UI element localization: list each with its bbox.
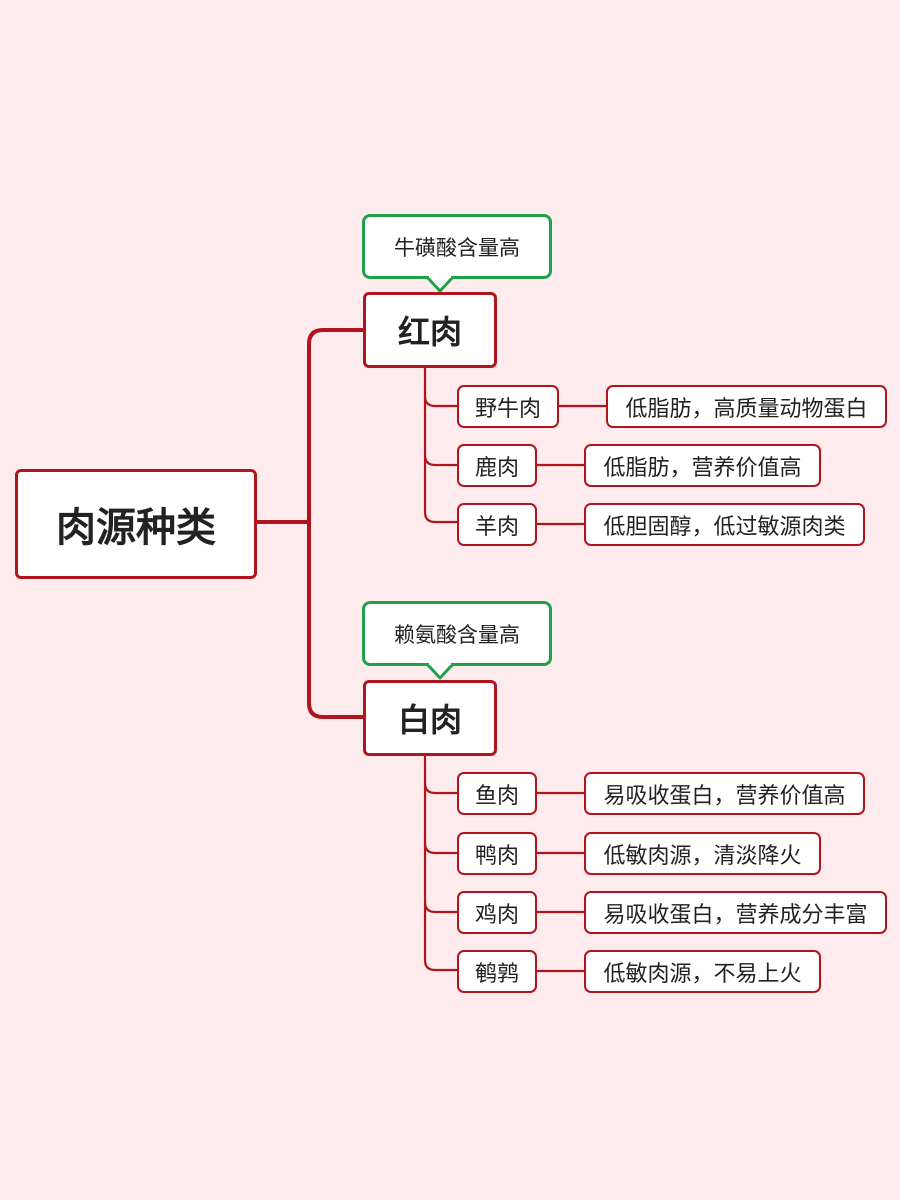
- white-meat-branch-line: [423, 781, 459, 795]
- meat-item-chicken[interactable]: 鸡肉: [457, 891, 537, 934]
- branch-node-red-meat[interactable]: 红肉: [363, 292, 497, 368]
- meat-item-fish[interactable]: 鱼肉: [457, 772, 537, 815]
- meat-item-label: 鹿肉: [474, 455, 519, 481]
- meat-item-label: 鸡肉: [474, 902, 519, 928]
- meat-item-description[interactable]: 易吸收蛋白，营养价值高: [584, 772, 865, 815]
- meat-item-quail[interactable]: 鹌鹑: [457, 950, 537, 993]
- meat-item-description[interactable]: 低敏肉源，清淡降火: [584, 832, 821, 875]
- root-node[interactable]: 肉源种类: [15, 469, 257, 579]
- meat-item-bison[interactable]: 野牛肉: [457, 385, 559, 428]
- meat-item-label: 野牛肉: [474, 396, 541, 422]
- branch-label: 白肉: [397, 701, 462, 739]
- meat-item-description[interactable]: 易吸收蛋白，营养成分丰富: [584, 891, 887, 934]
- white-meat-branch-line: [423, 841, 459, 855]
- note-bubble: 赖氨酸含量高: [362, 601, 552, 666]
- branch-node-white-meat[interactable]: 白肉: [363, 680, 497, 756]
- meat-item-label: 羊肉: [474, 514, 519, 540]
- description-text: 低脂肪，高质量动物蛋白: [625, 396, 868, 422]
- meat-item-label: 鱼肉: [474, 783, 519, 809]
- meat-item-venison[interactable]: 鹿肉: [457, 444, 537, 487]
- description-text: 低敏肉源，清淡降火: [603, 843, 802, 869]
- red-meat-branch-line: [423, 453, 459, 467]
- red-meat-branch-line: [423, 394, 459, 408]
- description-text: 低脂肪，营养价值高: [603, 455, 802, 481]
- white-meat-branch-line: [423, 900, 459, 914]
- root-label: 肉源种类: [56, 505, 216, 551]
- branch-spine-line: [307, 328, 365, 719]
- description-text: 低胆固醇，低过敏源肉类: [603, 514, 846, 540]
- meat-item-duck[interactable]: 鸭肉: [457, 832, 537, 875]
- meat-item-label: 鸭肉: [474, 843, 519, 869]
- description-text: 易吸收蛋白，营养价值高: [603, 783, 846, 809]
- note-text: 牛磺酸含量高: [394, 235, 520, 260]
- note-pointer-icon: [425, 662, 455, 680]
- meat-item-label: 鹌鹑: [474, 961, 519, 987]
- note-text: 赖氨酸含量高: [394, 622, 520, 647]
- meat-item-description[interactable]: 低敏肉源，不易上火: [584, 950, 821, 993]
- red-meat-spine-line: [423, 366, 459, 524]
- branch-label: 红肉: [397, 313, 462, 351]
- meat-item-description[interactable]: 低胆固醇，低过敏源肉类: [584, 503, 865, 546]
- description-text: 易吸收蛋白，营养成分丰富: [603, 902, 868, 928]
- white-meat-spine-line: [423, 753, 459, 972]
- note-bubble: 牛磺酸含量高: [362, 214, 552, 279]
- meat-item-description[interactable]: 低脂肪，高质量动物蛋白: [606, 385, 887, 428]
- meat-item-description[interactable]: 低脂肪，营养价值高: [584, 444, 821, 487]
- meat-item-lamb[interactable]: 羊肉: [457, 503, 537, 546]
- description-text: 低敏肉源，不易上火: [603, 961, 802, 987]
- note-pointer-icon: [425, 275, 455, 293]
